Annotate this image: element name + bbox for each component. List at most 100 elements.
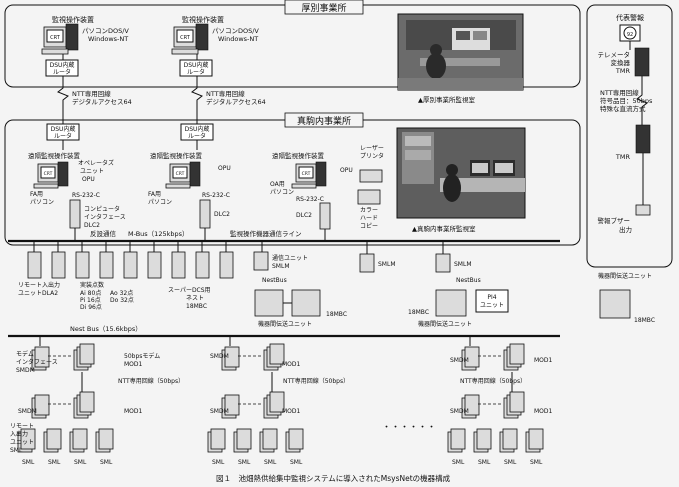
right-ntt-line: NTT専用回線 符号品目：50bps 特殊な直流方式 xyxy=(600,76,653,125)
sml-unit xyxy=(20,428,36,450)
nest-rack-3 xyxy=(435,289,467,317)
svg-text:代表警報: 代表警報 xyxy=(616,13,644,22)
svg-text:機器間伝送ユニット: 機器間伝送ユニット xyxy=(418,320,472,328)
svg-text:OPU: OPU xyxy=(218,165,231,172)
remote-terminal-2: 遠隔監視操作装置 CRT FA用 パソコン OPU RS-232-C DLC2 xyxy=(148,151,231,241)
continuation-dots: ・・・・・・ xyxy=(382,423,436,433)
svg-text:50bpsモデム: 50bpsモデム xyxy=(124,352,160,360)
svg-text:機器間伝送ユニット: 機器間伝送ユニット xyxy=(598,272,652,280)
svg-text:実装点数: 実装点数 xyxy=(80,281,104,289)
mod1-unit xyxy=(79,343,95,365)
dsu-router-box-2 xyxy=(179,59,213,77)
sml-unit xyxy=(476,428,492,450)
svg-text:PI4: PI4 xyxy=(487,294,496,301)
svg-text:インタフェース: インタフェース xyxy=(84,213,126,221)
svg-text:CRT: CRT xyxy=(302,171,311,177)
buzzer-box xyxy=(635,204,651,216)
svg-text:遠隔監視操作装置: 遠隔監視操作装置 xyxy=(150,151,203,160)
svg-text:TMR: TMR xyxy=(615,153,631,161)
pc-os2-label: Windows-NT xyxy=(88,35,128,43)
svg-text:NestBus: NestBus xyxy=(262,277,287,284)
svg-text:18MBC: 18MBC xyxy=(186,303,207,310)
svg-text:Ai 80点: Ai 80点 xyxy=(80,289,101,297)
svg-text:MOD1: MOD1 xyxy=(124,408,143,415)
atsubetsu-photo xyxy=(397,13,524,91)
sml-unit xyxy=(46,428,62,450)
svg-text:スーパーDCS用: スーパーDCS用 xyxy=(168,287,211,294)
pc-tower-icon-2 xyxy=(195,23,209,51)
remote-io-unit xyxy=(171,251,186,279)
monitor-terminal-top-right: 監視操作装置 CRT パソコンDOS/V Windows-NT xyxy=(171,15,259,55)
printer-icon xyxy=(359,169,383,183)
svg-text:SMDM: SMDM xyxy=(18,408,37,415)
keyboard-icon-2 xyxy=(171,48,199,55)
svg-text:DLC2: DLC2 xyxy=(84,222,100,229)
svg-text:警報ブザー: 警報ブザー xyxy=(598,216,631,225)
svg-text:SMDM: SMDM xyxy=(16,367,35,374)
sml-label: SML xyxy=(100,459,113,466)
svg-text:カラー: カラー xyxy=(360,207,378,214)
svg-text:SMLM: SMLM xyxy=(378,261,396,268)
svg-text:オペレータズ: オペレータズ xyxy=(78,159,114,167)
pc-os-label: パソコンDOS/V xyxy=(82,27,129,35)
dsu-router-box xyxy=(45,59,79,77)
svg-text:ユニットDLA2: ユニットDLA2 xyxy=(18,290,58,297)
telemeter-box xyxy=(634,47,650,77)
svg-text:SMLM: SMLM xyxy=(272,263,290,270)
siren-block: 代表警報 92 テレメータ 変換器 TMR xyxy=(598,13,650,77)
svg-text:モデム: モデム xyxy=(16,350,34,358)
svg-text:CRT: CRT xyxy=(180,35,191,41)
inter-unit-right: 機器間伝送ユニット 18MBC xyxy=(598,272,655,324)
right-column-frame xyxy=(586,4,673,268)
svg-text:MOD1: MOD1 xyxy=(282,361,301,368)
router-top-left: DSU内蔵 ルータ xyxy=(45,54,79,77)
remote-io-units xyxy=(27,241,234,279)
svg-text:レーザー: レーザー xyxy=(360,145,384,152)
svg-text:パソコン: パソコン xyxy=(270,189,294,196)
svg-text:MOD1: MOD1 xyxy=(282,408,301,415)
nest-rack-2 xyxy=(291,289,321,317)
svg-text:NTT専用回線（50bps）: NTT専用回線（50bps） xyxy=(460,377,526,385)
svg-text:RS-232-C: RS-232-C xyxy=(72,192,100,199)
mod1-unit xyxy=(269,343,285,365)
svg-text:NTT専用回線: NTT専用回線 xyxy=(72,89,111,98)
monitor-terminal-top-left: 監視操作装置 CRT パソコンDOS/V Windows-NT xyxy=(41,15,129,55)
smlm-block-2: SMLM xyxy=(359,241,396,273)
monitor-line-label: 監視操作機器通信ライン xyxy=(230,229,302,238)
sml-label: SML xyxy=(530,459,543,466)
svg-text:ルータ: ルータ xyxy=(188,132,206,140)
remote-io-unit xyxy=(99,251,114,279)
svg-text:遠隔監視操作装置: 遠隔監視操作装置 xyxy=(272,151,325,160)
svg-text:遠隔監視操作装置: 遠隔監視操作装置 xyxy=(28,151,81,160)
sml-label: SML xyxy=(22,459,35,466)
atsubetsu-title-box xyxy=(284,0,364,15)
svg-text:特殊な直流方式: 特殊な直流方式 xyxy=(600,104,646,113)
nest-rack-1 xyxy=(254,289,284,317)
svg-text:FA用: FA用 xyxy=(148,191,161,198)
svg-text:DLC2: DLC2 xyxy=(214,211,230,218)
remote-io-unit xyxy=(147,251,162,279)
keyboard-icon xyxy=(41,48,69,55)
smdm-unit xyxy=(464,394,480,416)
svg-text:CRT: CRT xyxy=(44,171,53,177)
svg-text:18MBC: 18MBC xyxy=(408,309,429,316)
svg-text:TMR: TMR xyxy=(615,67,631,75)
sml-label: SML xyxy=(264,459,277,466)
svg-text:MOD1: MOD1 xyxy=(534,408,553,415)
sml-unit xyxy=(262,428,278,450)
router-mid-left: DSU内蔵 ルータ xyxy=(46,123,80,150)
svg-text:DSU内蔵: DSU内蔵 xyxy=(51,125,76,133)
dlc2-box-2 xyxy=(199,199,211,229)
svg-text:ハード: ハード xyxy=(360,215,378,222)
svg-text:ユニット: ユニット xyxy=(480,302,504,309)
svg-text:デジタルアクセス64: デジタルアクセス64 xyxy=(72,97,132,106)
remote-io-unit xyxy=(195,251,210,279)
nest-rack-4 xyxy=(599,289,631,319)
smdm-unit xyxy=(34,394,50,416)
remote-terminal-3: 遠隔監視操作装置 CRT OA用 パソコン OPU RS-232-C DLC2 … xyxy=(270,145,384,241)
svg-text:Di 96点: Di 96点 xyxy=(80,303,102,311)
pi4-unit-box xyxy=(475,289,509,313)
svg-text:CRT: CRT xyxy=(176,171,185,177)
makomanai-title: 真駒内事業所 xyxy=(297,115,351,127)
mod1-unit xyxy=(269,391,285,413)
